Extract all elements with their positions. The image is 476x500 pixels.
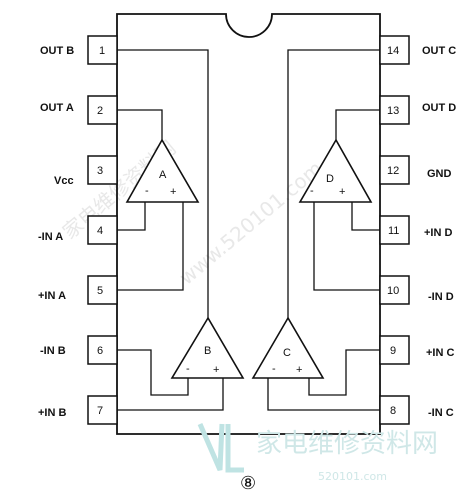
pin-box-9 [379, 335, 410, 365]
opamp-b-triangle [170, 316, 245, 379]
pin-label-10: -IN D [428, 291, 454, 303]
opamp-c-plus-sign: + [296, 364, 302, 376]
pin-label-1: OUT B [40, 45, 74, 57]
pin-box-6 [87, 335, 118, 365]
brand-watermark-site: 520101.com [318, 470, 387, 483]
opamp-d-plus-sign: + [339, 186, 345, 198]
pin-label-4: -IN A [38, 231, 63, 243]
pin-number-12: 12 [387, 165, 399, 177]
pin-label-7: +IN B [38, 407, 66, 419]
pin-number-5: 5 [97, 285, 103, 297]
pin-box-1 [87, 35, 118, 65]
opamp-d-name: D [326, 173, 334, 185]
pin-number-14: 14 [387, 45, 399, 57]
pin-box-8 [379, 395, 410, 425]
pin-number-8: 8 [390, 405, 396, 417]
pin-number-2: 2 [97, 105, 103, 117]
pin-number-6: 6 [97, 345, 103, 357]
pin-box-4 [87, 215, 118, 245]
opamp-a-plus-sign: + [170, 186, 176, 198]
opamp-d-minus-sign: - [310, 185, 314, 197]
pin-label-11: +IN D [424, 227, 452, 239]
opamp-b-plus-sign: + [213, 364, 219, 376]
pin-label-2: OUT A [40, 102, 74, 114]
pin-box-12 [379, 155, 410, 185]
pin-number-10: 10 [387, 285, 399, 297]
opamp-a-triangle [125, 138, 200, 203]
pin-number-4: 4 [97, 225, 103, 237]
brand-logo [197, 423, 244, 473]
opamp-a-name: A [159, 169, 167, 181]
pin-label-14: OUT C [422, 45, 456, 57]
pin-number-13: 13 [387, 105, 399, 117]
pin-label-3: Vcc [54, 175, 74, 187]
ic-body-outline [116, 13, 381, 435]
opamp-c-triangle [251, 316, 325, 379]
opamp-d-triangle [298, 138, 373, 203]
pin-box-10 [379, 275, 410, 305]
pin-label-9: +IN C [426, 347, 454, 359]
pin-label-6: -IN B [40, 345, 66, 357]
opamp-c-minus-sign: - [272, 363, 276, 375]
opamp-a-minus-sign: - [145, 185, 149, 197]
diagonal-watermark-url: www.520101.com [174, 156, 327, 289]
pin-number-7: 7 [97, 405, 103, 417]
pin-number-9: 9 [390, 345, 396, 357]
brand-watermark: 家电维修资料网 520101.com [197, 423, 438, 483]
pin-label-5: +IN A [38, 290, 66, 302]
pin-label-12: GND [427, 168, 452, 180]
pin-box-3 [87, 155, 118, 185]
opamp-b-minus-sign: - [186, 363, 190, 375]
circuit-wires [117, 49, 380, 411]
pin-label-8: -IN C [428, 407, 454, 419]
figure-number: ⑧ [240, 473, 256, 494]
pin-box-14 [379, 35, 410, 65]
pin-label-13: OUT D [422, 102, 456, 114]
pin-number-11: 11 [388, 225, 399, 237]
pin-box-5 [87, 275, 118, 305]
brand-watermark-text: 家电维修资料网 [256, 429, 438, 459]
opamp-c-name: C [283, 347, 291, 359]
pin-number-1: 1 [99, 45, 105, 57]
pin-number-3: 3 [97, 165, 103, 177]
opamp-b-name: B [204, 345, 211, 357]
